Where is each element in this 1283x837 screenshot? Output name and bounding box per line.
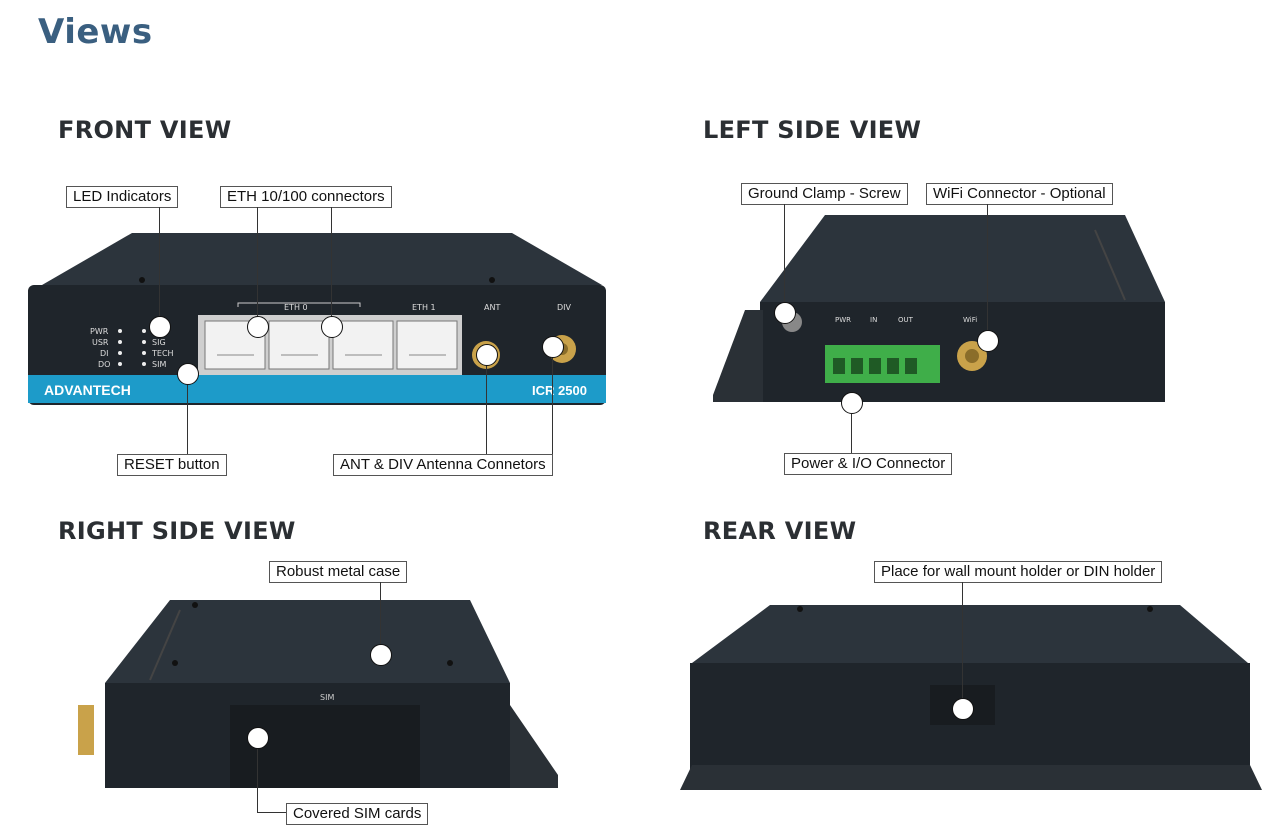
leader-ground: [784, 204, 785, 310]
marker-metal-case: [370, 644, 392, 666]
led-label-usr: USR: [92, 338, 109, 347]
marker-reset-button: [177, 363, 199, 385]
marker-ground-clamp: [774, 302, 796, 324]
leader-wifi: [987, 204, 988, 330]
marker-wifi-connector: [977, 330, 999, 352]
marker-power-io: [841, 392, 863, 414]
leader-eth-a: [257, 207, 258, 327]
left-led-pwr: PWR: [835, 316, 851, 324]
marker-div: [542, 336, 564, 358]
callout-sim-cards: Covered SIM cards: [286, 803, 429, 825]
led-label-pwr: PWR: [90, 327, 109, 336]
right-side-view-title: RIGHT SIDE VIEW: [58, 517, 296, 545]
callout-ground-clamp: Ground Clamp - Screw: [741, 183, 908, 205]
callout-eth-connectors: ETH 10/100 connectors: [220, 186, 392, 208]
callout-led-indicators: LED Indicators: [66, 186, 179, 208]
eth1-label: ETH 1: [412, 303, 436, 312]
callout-reset-button: RESET button: [117, 454, 227, 476]
marker-ant: [476, 344, 498, 366]
marker-led-indicators: [149, 316, 171, 338]
leader-sim-b: [257, 812, 286, 813]
leader-metal-case: [380, 582, 381, 646]
callout-wall-mount: Place for wall mount holder or DIN holde…: [874, 561, 1163, 583]
leader-eth-b: [331, 207, 332, 327]
left-side-view-title: LEFT SIDE VIEW: [703, 116, 922, 144]
callout-metal-case: Robust metal case: [269, 561, 408, 583]
callout-power-io: Power & I/O Connector: [784, 453, 953, 475]
left-led-in: IN: [870, 316, 877, 324]
page-title: Views: [38, 12, 153, 52]
leader-sim-a: [257, 749, 258, 812]
div-label: DIV: [557, 303, 572, 312]
callout-antenna-connectors: ANT & DIV Antenna Connetors: [333, 454, 553, 476]
front-view-title: FRONT VIEW: [58, 116, 232, 144]
led-label-do: DO: [98, 360, 110, 369]
marker-eth-a: [247, 316, 269, 338]
leader-power-io: [851, 414, 852, 453]
leader-led: [159, 207, 160, 327]
right-side-view-device: SIM: [78, 600, 558, 788]
sim-label: SIM: [320, 693, 334, 702]
led-label-sim: SIM: [152, 360, 166, 369]
leader-wall-mount: [962, 582, 963, 698]
ant-label: ANT: [484, 303, 500, 312]
brand-logo: ADVANTECH: [44, 382, 131, 398]
callout-wifi-connector: WiFi Connector - Optional: [926, 183, 1113, 205]
marker-sim-cards: [247, 727, 269, 749]
front-view-device: ADVANTECH ICR 2500 PWR USR DI DO SIG TEC…: [28, 233, 606, 405]
left-side-view-device: PWR IN OUT WiFi: [713, 215, 1165, 402]
led-label-sig: SIG: [152, 338, 166, 347]
led-label-di: DI: [100, 349, 109, 358]
led-label-tech: TECH: [151, 349, 174, 358]
rear-view-device: [680, 605, 1262, 790]
eth0-label: ETH 0: [284, 303, 308, 312]
marker-eth-b: [321, 316, 343, 338]
leader-div: [552, 352, 553, 454]
model-label: ICR 2500: [532, 383, 587, 398]
rear-view-title: REAR VIEW: [703, 517, 857, 545]
leader-reset: [187, 378, 188, 454]
left-led-out: OUT: [898, 316, 914, 324]
leader-ant: [486, 360, 487, 454]
marker-wall-mount: [952, 698, 974, 720]
wifi-label: WiFi: [963, 316, 977, 324]
